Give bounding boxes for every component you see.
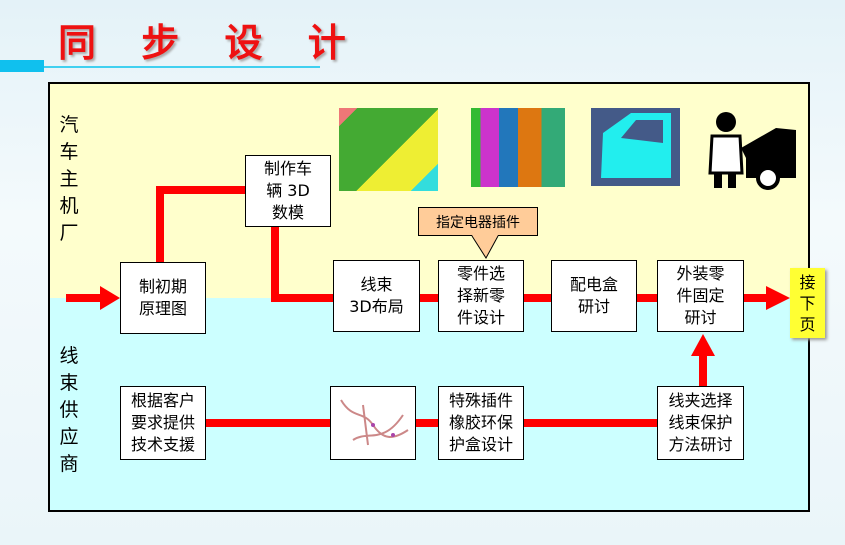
car-body-model-image bbox=[339, 108, 438, 191]
arrow-head bbox=[766, 286, 790, 310]
next-page-label[interactable]: 接 下 页 bbox=[790, 268, 825, 338]
connector-line bbox=[271, 227, 279, 302]
lane-label-supplier: 线 束 供 应 商 bbox=[59, 345, 79, 475]
box-junction-box: 配电盒 研讨 bbox=[551, 260, 637, 332]
title-accent-bar bbox=[0, 60, 44, 72]
box-3d-model: 制作车 辆 3D 数模 bbox=[245, 155, 331, 227]
box-customer-support: 根据客户 要求提供 技术支援 bbox=[120, 386, 206, 460]
callout-tail bbox=[471, 235, 499, 259]
connector-line bbox=[156, 186, 246, 194]
car-frame-model-image bbox=[471, 108, 565, 187]
box-harness-layout: 线束 3D布局 bbox=[333, 260, 420, 332]
wire-harness-icon bbox=[340, 399, 409, 446]
lane-label-oem: 汽 车 主 机 厂 bbox=[59, 114, 79, 244]
callout-note: 指定电器插件 bbox=[418, 207, 538, 236]
box-clip-selection: 线夹选择 线束保护 方法研讨 bbox=[657, 386, 744, 460]
title-underline bbox=[44, 66, 320, 68]
arrow-head bbox=[100, 286, 120, 310]
connector-line bbox=[156, 186, 164, 262]
door-model-image bbox=[591, 108, 680, 186]
connector-line bbox=[206, 419, 657, 427]
arrow-head-up bbox=[691, 334, 715, 356]
mechanic-icon bbox=[708, 112, 796, 190]
box-initial-schematic: 制初期 原理图 bbox=[120, 262, 206, 334]
page-title: 同 步 设 计 bbox=[58, 21, 362, 65]
box-exterior-fix: 外装零 件固定 研讨 bbox=[657, 260, 744, 332]
box-part-selection: 零件选 择新零 件设计 bbox=[438, 260, 524, 332]
box-special-connector: 特殊插件 橡胶环保 护盒设计 bbox=[438, 386, 524, 460]
harness-image bbox=[330, 386, 416, 460]
connector-line bbox=[699, 355, 707, 387]
connector-line bbox=[66, 294, 106, 302]
